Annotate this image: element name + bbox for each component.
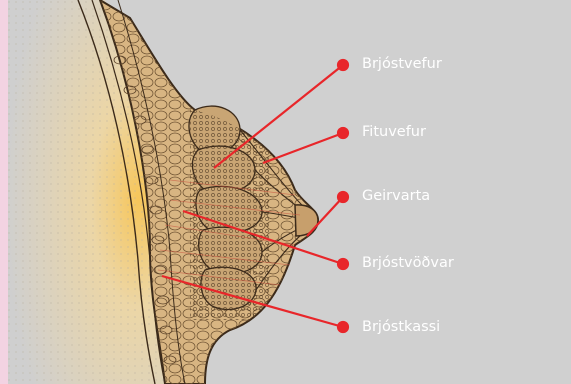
- pointer-dot-geirvarta: [338, 192, 348, 202]
- pointer-dot-fituvefur: [338, 128, 348, 138]
- label-brjostvefur: Brjóstvefur: [362, 57, 442, 72]
- label-brjostvodvar: Brjóstvöðvar: [362, 256, 454, 271]
- pointer-dot-brjostvodvar: [338, 259, 348, 269]
- pointer-dot-brjostkassi: [338, 322, 348, 332]
- pointer-dot-brjostvefur: [338, 60, 348, 70]
- label-geirvarta: Geirvarta: [362, 189, 430, 204]
- label-brjostkassi: Brjóstkassi: [362, 320, 440, 335]
- label-fituvefur: Fituvefur: [362, 125, 426, 140]
